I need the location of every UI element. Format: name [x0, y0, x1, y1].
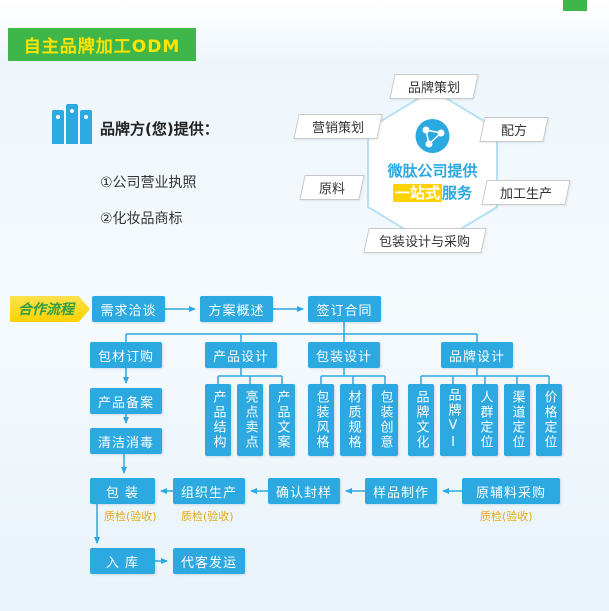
molecule-icon — [415, 119, 450, 153]
sub-material-spec: 材质规格 — [340, 384, 366, 456]
sub-audience-positioning: 人群定位 — [472, 384, 498, 456]
sub-brand-vi: 品牌VI — [440, 384, 466, 456]
tag-packaging-procurement: 包装设计与采购 — [363, 228, 487, 253]
provide-item-license: ①公司营业执照 — [100, 175, 197, 191]
step-demand: 需求洽谈 — [92, 296, 165, 322]
folder-icon — [52, 110, 64, 144]
step-warehouse: 入 库 — [90, 548, 155, 574]
qc-label-materials: 质检(验收) — [480, 510, 533, 523]
sub-selling-points: 亮点卖点 — [237, 384, 263, 456]
sub-channel-positioning: 渠道定位 — [504, 384, 530, 456]
step-package-design: 包装设计 — [308, 342, 380, 368]
tag-marketing-planning: 营销策划 — [293, 114, 383, 139]
onestop-title: 微肽公司提供 — [387, 162, 478, 180]
provide-item-trademark: ②化妆品商标 — [100, 211, 183, 227]
step-shipping: 代客发运 — [173, 548, 245, 574]
step-product-record: 产品备案 — [90, 388, 162, 414]
sub-package-creative: 包装创意 — [372, 384, 398, 456]
step-clean-disinfect: 清洁消毒 — [90, 428, 162, 454]
step-seal-confirm: 确认封样 — [268, 478, 340, 504]
folders-icon — [52, 104, 92, 144]
folder-icon — [80, 110, 92, 144]
folder-icon — [66, 104, 78, 144]
onestop-subtitle: 一站式服务 — [372, 182, 493, 203]
tag-formula: 配方 — [479, 117, 549, 142]
sub-brand-culture: 品牌文化 — [408, 384, 434, 456]
flow-ribbon: 合作流程 — [10, 296, 90, 322]
qc-label-packing: 质检(验收) — [104, 510, 157, 523]
qc-label-production: 质检(验收) — [181, 510, 234, 523]
step-packaging-order: 包材订购 — [90, 342, 162, 368]
sub-product-copy: 产品文案 — [269, 384, 295, 456]
provide-heading: 品牌方(您)提供： — [100, 120, 219, 138]
step-packing: 包 装 — [90, 478, 155, 504]
sub-product-structure: 产品结构 — [205, 384, 231, 456]
onestop-suffix: 服务 — [442, 184, 473, 202]
step-plan: 方案概述 — [200, 296, 273, 322]
step-sample-making: 样品制作 — [365, 478, 437, 504]
step-contract: 签订合同 — [308, 296, 381, 322]
corner-decoration — [563, 0, 587, 11]
sub-package-style: 包装风格 — [308, 384, 334, 456]
step-brand-design: 品牌设计 — [441, 342, 513, 368]
step-raw-material-purchase: 原辅料采购 — [462, 478, 560, 504]
onestop-highlight: 一站式 — [392, 184, 442, 202]
sub-price-positioning: 价格定位 — [536, 384, 562, 456]
tag-raw-material: 原料 — [299, 175, 365, 200]
step-product-design: 产品设计 — [205, 342, 277, 368]
tag-processing: 加工生产 — [481, 180, 571, 205]
tag-brand-planning: 品牌策划 — [389, 74, 479, 99]
step-production: 组织生产 — [173, 478, 245, 504]
banner-title: 自主品牌加工ODM — [8, 28, 196, 61]
